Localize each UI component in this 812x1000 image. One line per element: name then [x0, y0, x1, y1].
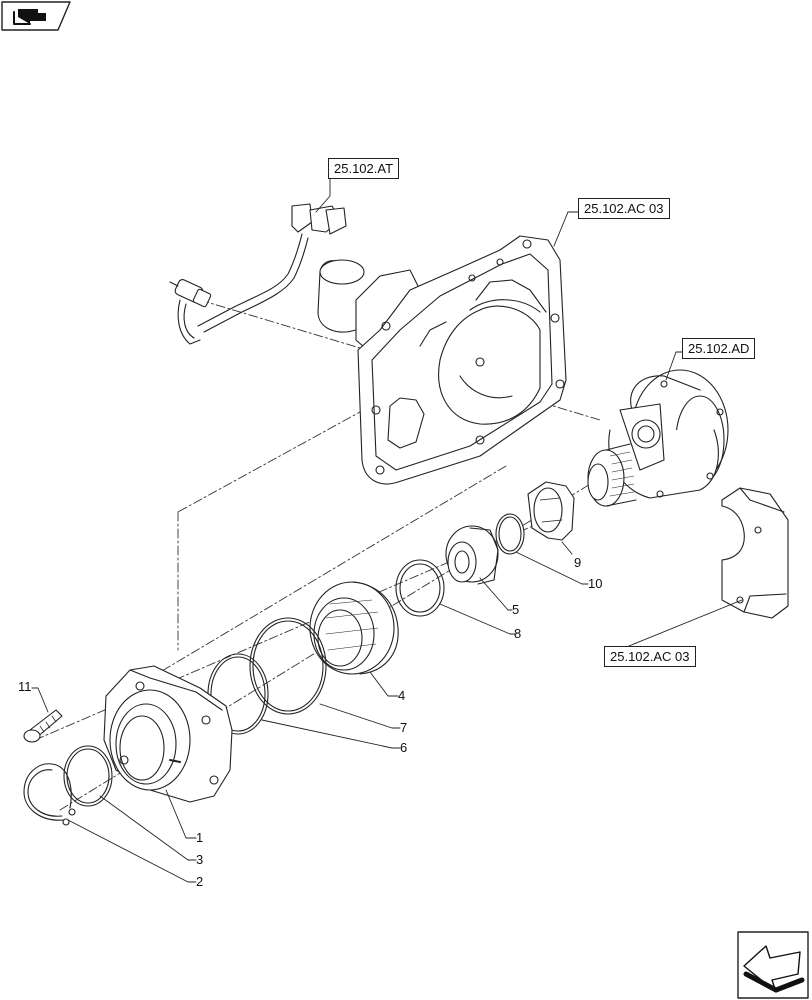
- part-number-11: 11: [18, 679, 32, 694]
- part-3-ring: [63, 745, 113, 807]
- part-9-collar: [527, 481, 575, 541]
- differential-assembly: [587, 369, 729, 507]
- part-number-9: 9: [574, 555, 582, 570]
- part-number-6: 6: [400, 740, 408, 755]
- part-number-5: 5: [512, 602, 520, 617]
- part-number-10: 10: [588, 576, 603, 591]
- axle-housing: [317, 235, 567, 485]
- part-1-flange: [103, 665, 233, 803]
- part-11-bolt: [23, 709, 63, 743]
- part-number-8: 8: [514, 626, 522, 641]
- part-number-2: 2: [196, 874, 204, 889]
- part-7-o-ring: [249, 617, 327, 715]
- bearing-cap: [721, 487, 789, 619]
- part-number-7: 7: [400, 720, 408, 735]
- part-10-ring: [495, 513, 525, 555]
- part-number-3: 3: [196, 852, 204, 867]
- next-page-arrow-icon[interactable]: [737, 931, 809, 999]
- ref-25-102-at[interactable]: 25.102.AT: [328, 158, 400, 179]
- book-arrow-icon[interactable]: [1, 1, 71, 31]
- part-5-hub: [445, 525, 499, 585]
- ref-25-102-ac03-bottom[interactable]: 25.102.AC 03: [604, 646, 696, 667]
- part-number-4: 4: [398, 688, 406, 703]
- sensor-harness: [169, 203, 347, 345]
- part-2-circlip: [23, 763, 76, 826]
- part-8-ring: [395, 559, 445, 617]
- part-4-bearing: [309, 581, 399, 675]
- ref-25-102-ad[interactable]: 25.102.AD: [682, 338, 756, 359]
- ref-25-102-ac03-top[interactable]: 25.102.AC 03: [578, 198, 670, 219]
- part-number-1: 1: [196, 830, 204, 845]
